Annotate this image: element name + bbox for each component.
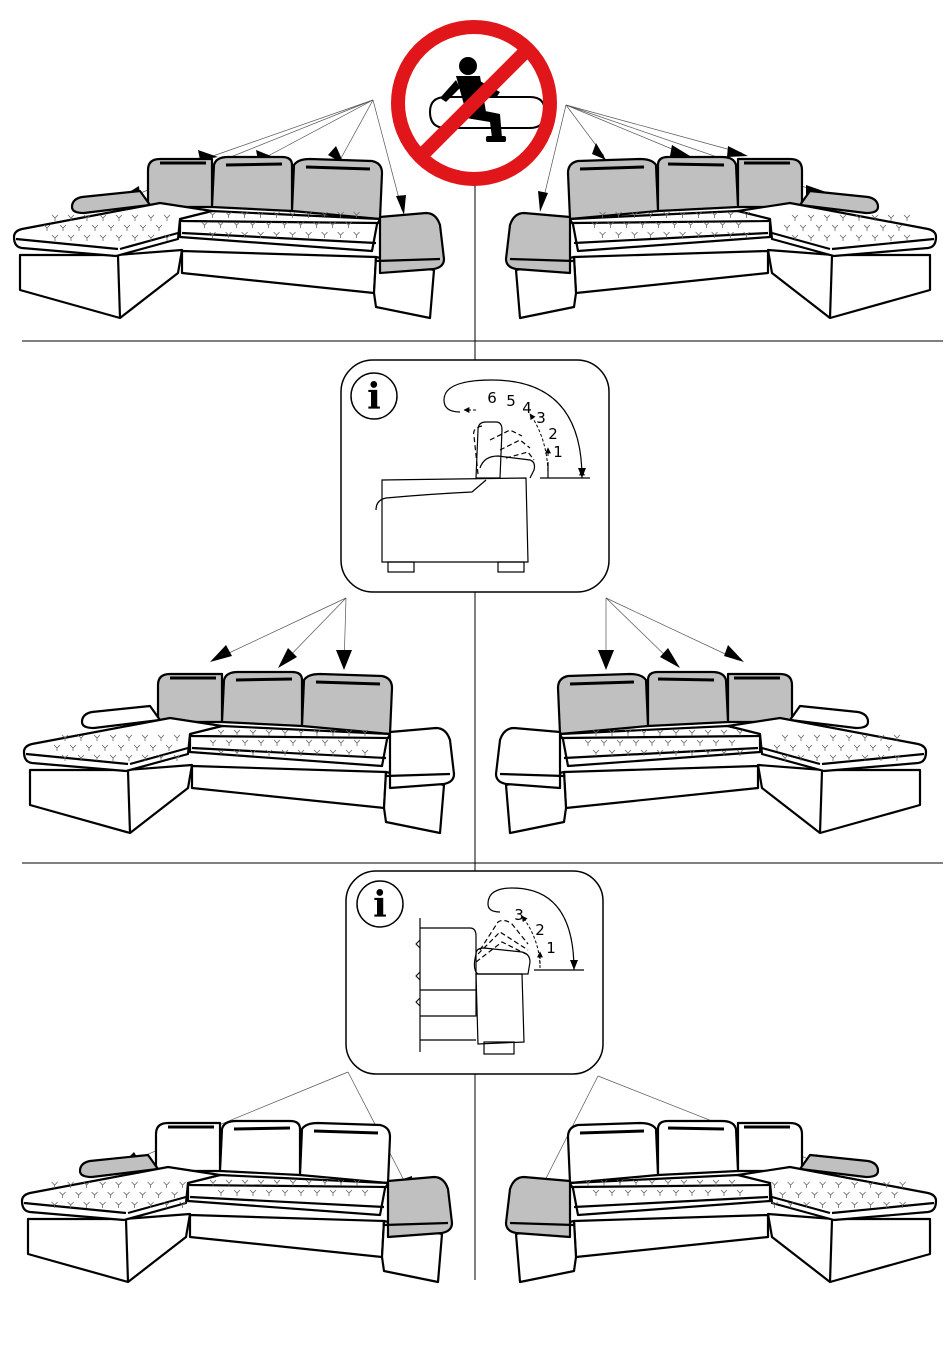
step-3: 3 <box>536 409 546 427</box>
step-1: 1 <box>553 443 563 461</box>
sofa-right-bottom <box>506 1121 936 1282</box>
info-icon: i <box>367 376 381 418</box>
direction-arrows-middle <box>210 645 744 670</box>
armrest-info-box: i 3 2 1 <box>346 871 603 1074</box>
step-2: 2 <box>535 921 545 939</box>
step-4: 4 <box>522 399 532 417</box>
step-5: 5 <box>506 392 516 410</box>
step-1: 1 <box>546 939 556 957</box>
sofa-right-middle <box>496 672 926 833</box>
headrest-info-box: i 6 5 4 3 2 1 <box>341 360 609 592</box>
step-6: 6 <box>487 389 497 407</box>
step-2: 2 <box>548 425 558 443</box>
no-sitting-on-headrest-icon <box>398 27 550 179</box>
step-3: 3 <box>514 906 524 924</box>
sofa-left-bottom <box>22 1121 452 1282</box>
sofa-left-middle <box>24 672 454 833</box>
info-icon: i <box>373 884 387 926</box>
sofa-right-top <box>506 157 936 318</box>
